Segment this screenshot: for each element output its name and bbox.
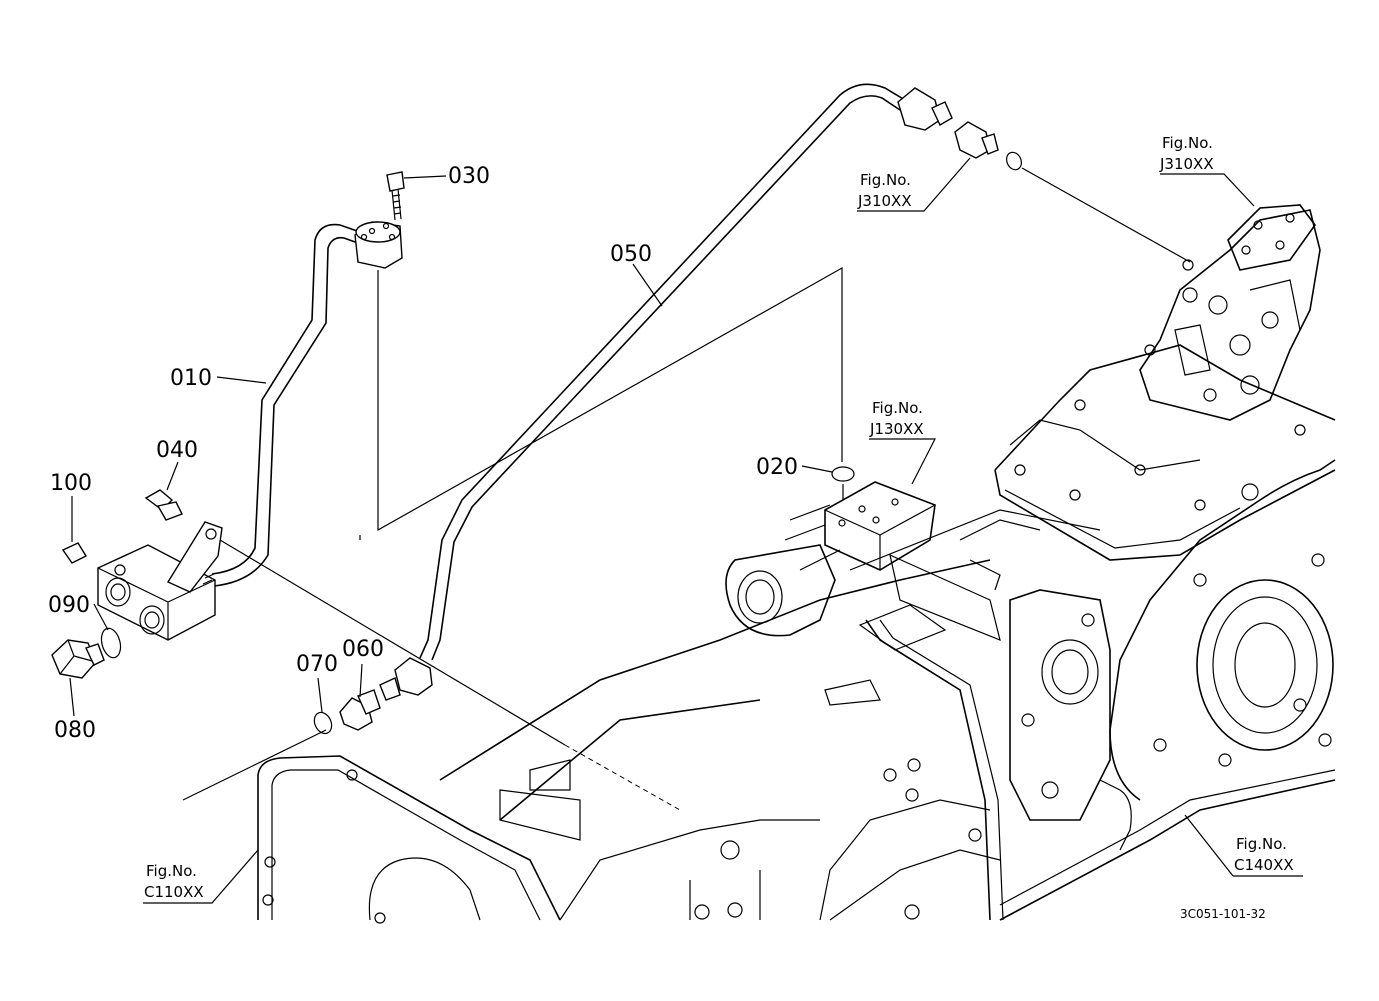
svg-text:Fig.No.: Fig.No. [146, 862, 197, 880]
connector-060 [339, 689, 381, 731]
plug-080 [51, 639, 105, 679]
svg-text:C110XX: C110XX [144, 883, 204, 901]
svg-text:Fig.No.: Fig.No. [860, 171, 911, 189]
part-labels: 030 050 010 040 100 090 080 070 060 020 [48, 164, 833, 743]
part-label-010: 010 [170, 366, 212, 391]
fig-ref-j130: Fig.No. J130XX [869, 399, 936, 485]
transmission-housing [257, 459, 1336, 924]
hydraulic-pipe-010 [211, 221, 403, 587]
manifold-block [97, 521, 223, 641]
svg-text:J130XX: J130XX [869, 420, 924, 438]
fig-references: Fig.No. J310XX Fig.No. J310XX Fig.No. J1… [143, 134, 1303, 904]
banjo-bolt-040 [144, 489, 183, 521]
assembly-lines [182, 167, 1191, 811]
part-label-100: 100 [50, 471, 92, 496]
part-label-060: 060 [342, 637, 384, 662]
fig-ref-c110: Fig.No. C110XX [143, 849, 259, 904]
part-label-080: 080 [54, 718, 96, 743]
o-ring-020 [831, 466, 855, 482]
part-label-040: 040 [156, 438, 198, 463]
part-label-030: 030 [448, 164, 490, 189]
hydraulic-cylinder-case [994, 204, 1336, 561]
part-label-070: 070 [296, 652, 338, 677]
svg-text:J310XX: J310XX [1159, 155, 1214, 173]
svg-text:Fig.No.: Fig.No. [872, 399, 923, 417]
adapter-j310 [954, 121, 999, 159]
fig-ref-j310-valve: Fig.No. J310XX [1159, 134, 1255, 207]
fig-ref-j310-pipe: Fig.No. J310XX [857, 157, 971, 212]
part-label-090: 090 [48, 593, 90, 618]
part-label-020: 020 [756, 455, 798, 480]
hydraulic-valve-body [725, 481, 1101, 641]
screw-100 [61, 542, 87, 564]
svg-text:Fig.No.: Fig.No. [1162, 134, 1213, 152]
bolt-030 [386, 171, 405, 221]
svg-text:Fig.No.: Fig.No. [1236, 835, 1287, 853]
fig-ref-c140: Fig.No. C140XX [1184, 814, 1303, 877]
svg-text:J310XX: J310XX [857, 192, 912, 210]
hydraulic-pipe-050 [379, 83, 953, 701]
part-label-050: 050 [610, 242, 652, 267]
o-ring-070 [313, 711, 333, 735]
o-ring-j310 [1006, 151, 1022, 171]
svg-text:C140XX: C140XX [1234, 856, 1294, 874]
drawing-code: 3C051-101-32 [1180, 907, 1266, 921]
